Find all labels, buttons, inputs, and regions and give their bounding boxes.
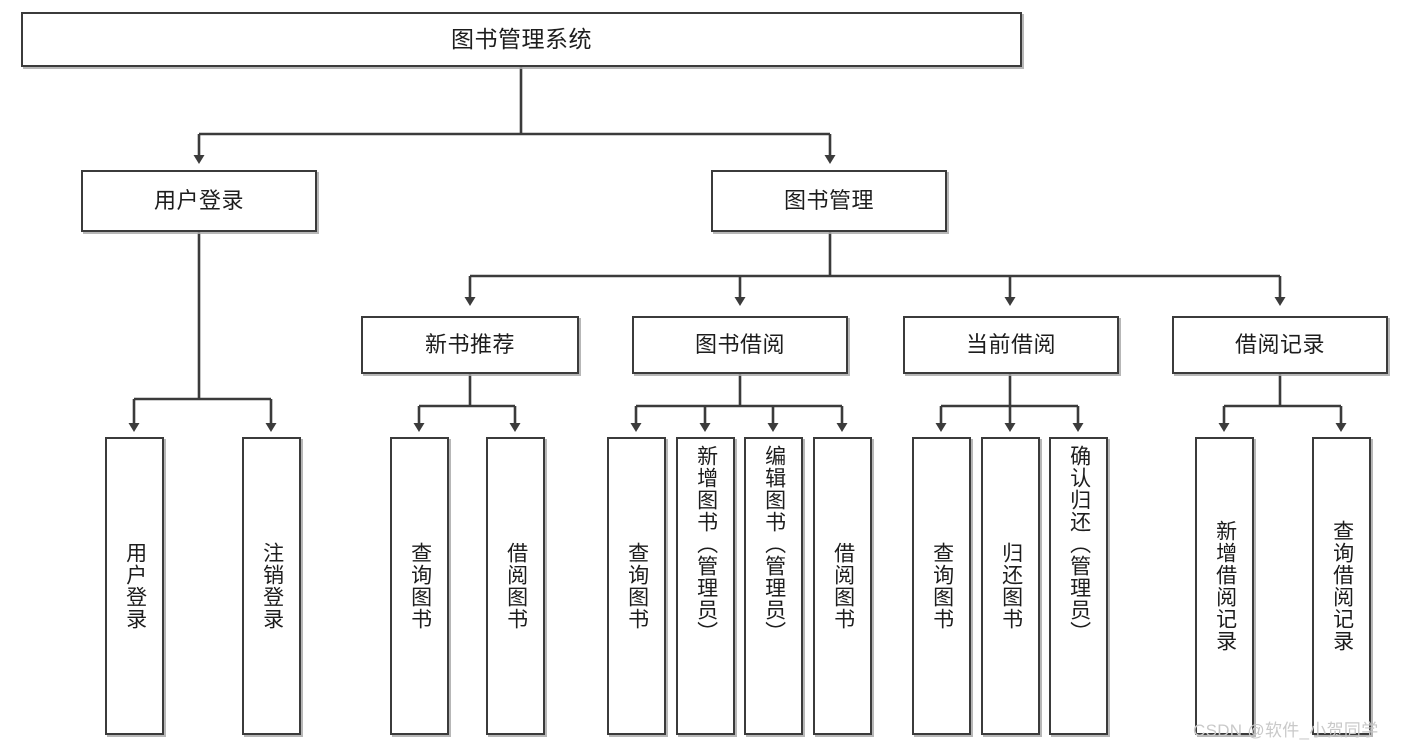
leaf-borrow-record-add[interactable]: 新增借阅记录 bbox=[1195, 437, 1254, 735]
node-user-login-label: 用户登录 bbox=[153, 188, 244, 214]
leaf-book-borrow-borrow-label: 借阅图书 bbox=[831, 542, 855, 630]
node-root[interactable]: 图书管理系统 bbox=[21, 12, 1022, 67]
node-book-borrow[interactable]: 图书借阅 bbox=[632, 316, 848, 374]
node-current-borrow-label: 当前借阅 bbox=[965, 332, 1056, 358]
leaf-book-borrow-borrow[interactable]: 借阅图书 bbox=[813, 437, 872, 735]
leaf-book-borrow-add[interactable]: 新增图书（管理员） bbox=[676, 437, 735, 735]
leaf-new-book-borrow[interactable]: 借阅图书 bbox=[486, 437, 545, 735]
leaf-current-borrow-return[interactable]: 归还图书 bbox=[981, 437, 1040, 735]
node-user-login[interactable]: 用户登录 bbox=[81, 170, 317, 232]
leaf-borrow-record-add-label: 新增借阅记录 bbox=[1213, 520, 1237, 652]
node-borrow-record[interactable]: 借阅记录 bbox=[1172, 316, 1388, 374]
leaf-book-borrow-add-label: 新增图书（管理员） bbox=[694, 445, 718, 643]
leaf-book-borrow-edit-label: 编辑图书（管理员） bbox=[762, 445, 786, 643]
leaf-borrow-record-query-label: 查询借阅记录 bbox=[1330, 520, 1354, 652]
node-root-label: 图书管理系统 bbox=[451, 25, 592, 52]
leaf-book-borrow-edit[interactable]: 编辑图书（管理员） bbox=[744, 437, 803, 735]
leaf-user-login-logout[interactable]: 注销登录 bbox=[242, 437, 301, 735]
leaf-book-borrow-query-label: 查询图书 bbox=[625, 542, 649, 630]
node-new-book-recommend-label: 新书推荐 bbox=[424, 332, 515, 358]
node-book-borrow-label: 图书借阅 bbox=[694, 332, 785, 358]
node-new-book-recommend[interactable]: 新书推荐 bbox=[361, 316, 579, 374]
leaf-current-borrow-confirm-return[interactable]: 确认归还（管理员） bbox=[1049, 437, 1108, 735]
leaf-borrow-record-query[interactable]: 查询借阅记录 bbox=[1312, 437, 1371, 735]
leaf-current-borrow-query-label: 查询图书 bbox=[930, 542, 954, 630]
node-book-management-label: 图书管理 bbox=[783, 188, 874, 214]
leaf-new-book-query[interactable]: 查询图书 bbox=[390, 437, 449, 735]
node-current-borrow[interactable]: 当前借阅 bbox=[903, 316, 1119, 374]
leaf-user-login-login-label: 用户登录 bbox=[123, 542, 147, 630]
leaf-book-borrow-query[interactable]: 查询图书 bbox=[607, 437, 666, 735]
leaf-new-book-query-label: 查询图书 bbox=[408, 542, 432, 630]
leaf-user-login-login[interactable]: 用户登录 bbox=[105, 437, 164, 735]
node-borrow-record-label: 借阅记录 bbox=[1234, 332, 1325, 358]
node-book-management[interactable]: 图书管理 bbox=[711, 170, 947, 232]
leaf-user-login-logout-label: 注销登录 bbox=[260, 542, 284, 630]
leaf-current-borrow-query[interactable]: 查询图书 bbox=[912, 437, 971, 735]
leaf-current-borrow-confirm-return-label: 确认归还（管理员） bbox=[1067, 445, 1091, 643]
leaf-current-borrow-return-label: 归还图书 bbox=[999, 542, 1023, 630]
leaf-new-book-borrow-label: 借阅图书 bbox=[504, 542, 528, 630]
csdn-watermark: CSDN @软件_小贺同学 bbox=[1193, 721, 1379, 740]
